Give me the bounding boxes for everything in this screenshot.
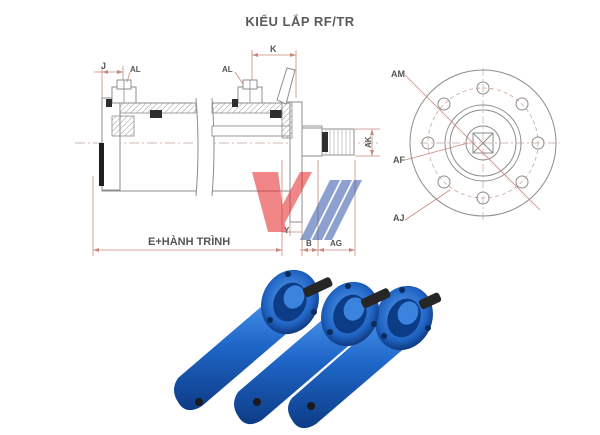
label-k: K bbox=[270, 44, 277, 54]
flange-bolt-circle bbox=[427, 87, 539, 199]
cylinder-unit bbox=[288, 285, 442, 429]
port-left bbox=[106, 79, 137, 107]
rear-cap bbox=[101, 97, 121, 191]
label-aj: AJ bbox=[393, 213, 405, 223]
break-gap bbox=[196, 98, 212, 196]
label-af: AF bbox=[393, 155, 405, 165]
label-j: J bbox=[101, 61, 106, 71]
seal-ring bbox=[270, 110, 282, 118]
port-right bbox=[232, 79, 263, 107]
bolt-holes bbox=[421, 81, 545, 205]
cylinder-unit bbox=[234, 281, 391, 425]
label-ag: AG bbox=[330, 239, 342, 248]
seal-ring bbox=[150, 110, 162, 118]
label-am: AM bbox=[391, 69, 405, 79]
flange-outer bbox=[409, 69, 557, 217]
label-y: Y bbox=[284, 226, 290, 235]
hydraulic-cylinder-photo bbox=[174, 269, 442, 429]
label-b: B bbox=[306, 239, 312, 248]
label-ak: AK bbox=[364, 136, 373, 148]
flange-hub bbox=[444, 104, 522, 182]
watermark-logo-icon bbox=[252, 172, 362, 240]
label-al-left: AL bbox=[130, 65, 141, 74]
rear-cap-ring bbox=[99, 143, 104, 186]
cylinder-side-view: J AL AL K AK E+HÀNH TRÌNH Y B AG bbox=[75, 44, 380, 256]
flange-front-view bbox=[404, 68, 560, 221]
page-title: KIỂU LẮP RF/TR bbox=[245, 14, 355, 29]
cylinder-unit bbox=[174, 269, 333, 411]
port-bracket bbox=[276, 67, 296, 105]
label-al-right: AL bbox=[222, 65, 233, 74]
label-stroke: E+HÀNH TRÌNH bbox=[148, 235, 230, 248]
